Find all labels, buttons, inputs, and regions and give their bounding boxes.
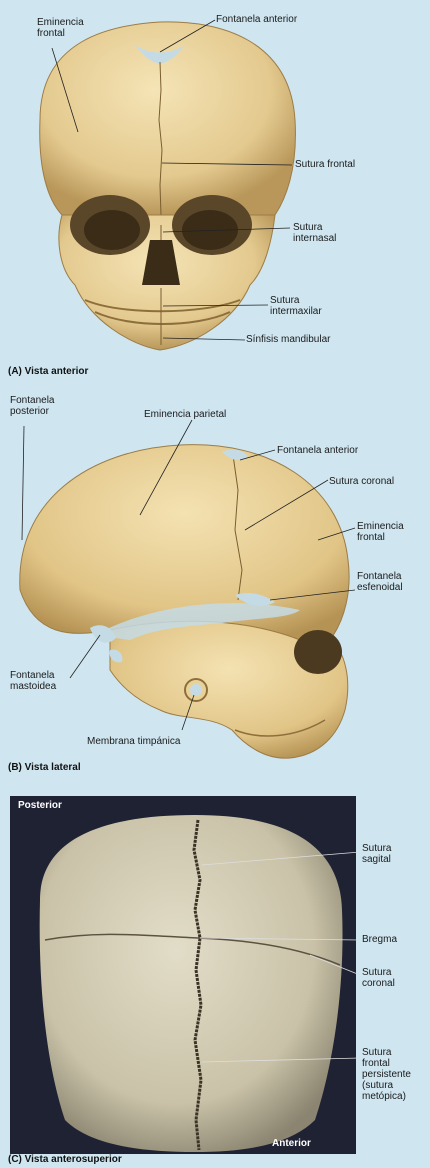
label-membrana-timpanica: Membrana timpánica (87, 736, 180, 747)
photo-label-anterior: Anterior (272, 1138, 311, 1149)
label-eminencia-frontal-a: Eminencia frontal (37, 17, 84, 39)
label-sutura-intermaxilar: Sutura intermaxilar (270, 295, 322, 317)
label-bregma: Bregma (362, 934, 397, 945)
label-sutura-coronal-c: Sutura coronal (362, 967, 395, 989)
label-fontanela-esfenoidal: Fontanela esfenoidal (357, 571, 403, 593)
caption-vista-anterosuperior: (C) Vista anterosuperior (8, 1154, 122, 1165)
panel-anterosuperior-view: Posterior Anterior Sutura sagital Bregma… (0, 790, 430, 1168)
label-fontanela-mastoidea: Fontanela mastoidea (10, 670, 56, 692)
panel-lateral-view: Fontanela posterior Eminencia parietal F… (0, 390, 430, 785)
label-sutura-frontal-a: Sutura frontal (295, 159, 355, 170)
label-sinfisis-mandibular: Sínfisis mandibular (246, 334, 330, 345)
skull-anterior-illustration (0, 0, 430, 380)
label-sutura-internasal: Sutura internasal (293, 222, 336, 244)
label-sutura-sagital: Sutura sagital (362, 843, 391, 865)
label-sutura-frontal-persistente: Sutura frontal persistente (sutura metóp… (362, 1047, 411, 1102)
label-eminencia-frontal-b: Eminencia frontal (357, 521, 404, 543)
caption-vista-anterior: (A) Vista anterior (8, 366, 88, 377)
label-fontanela-posterior: Fontanela posterior (10, 395, 54, 417)
label-fontanela-anterior-a: Fontanela anterior (216, 14, 297, 25)
label-sutura-coronal-b: Sutura coronal (329, 476, 394, 487)
label-eminencia-parietal: Eminencia parietal (144, 409, 226, 420)
photo-label-posterior: Posterior (18, 800, 62, 811)
caption-vista-lateral: (B) Vista lateral (8, 762, 81, 773)
label-fontanela-anterior-b: Fontanela anterior (277, 445, 358, 456)
panel-anterior-view: Eminencia frontal Fontanela anterior Sut… (0, 0, 430, 380)
